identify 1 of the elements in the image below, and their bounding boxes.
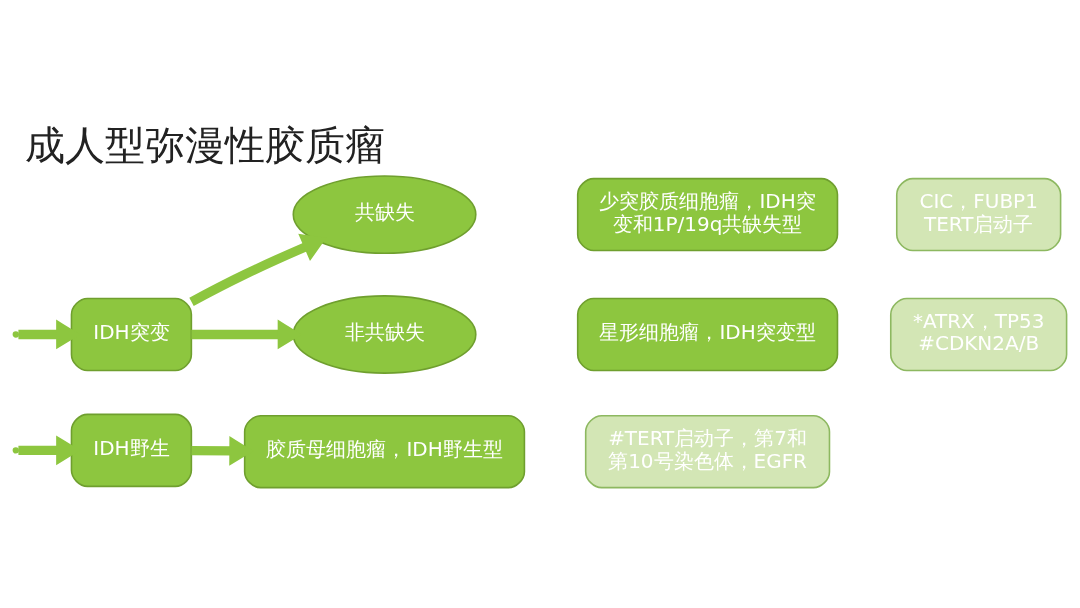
diagram-title: 成人型弥漫性胶质瘤 <box>24 121 385 168</box>
